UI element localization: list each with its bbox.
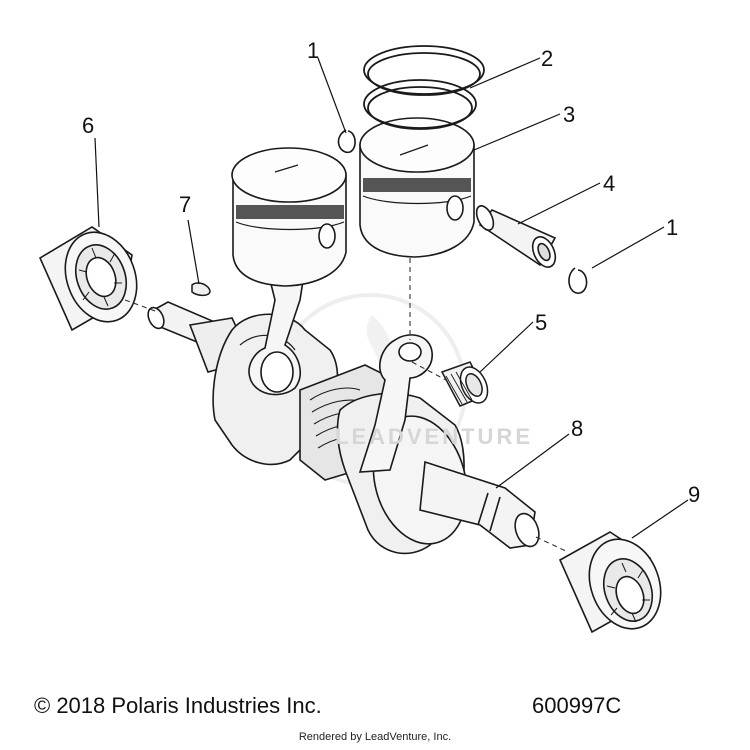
woodruff-key — [191, 282, 211, 297]
needle-bearing — [440, 361, 489, 407]
main-bearing-right — [558, 531, 662, 634]
rendered-by-text: Rendered by LeadVenture, Inc. — [298, 731, 452, 743]
wrist-pin — [475, 205, 557, 268]
piston-left — [231, 147, 347, 287]
callout-6: 6 — [82, 113, 94, 138]
callout-7: 7 — [179, 192, 191, 217]
part-code: 600997C — [532, 693, 622, 718]
circlip-upper — [337, 129, 356, 154]
callout-3: 3 — [563, 102, 575, 127]
circlip-lower — [568, 267, 588, 294]
crankshaft — [147, 301, 540, 555]
callout-5: 5 — [535, 310, 547, 335]
piston-rings — [363, 45, 485, 130]
piston-right — [359, 117, 475, 258]
callout-4: 4 — [603, 171, 615, 196]
callout-1-lower: 1 — [666, 215, 678, 240]
callout-2: 2 — [541, 46, 553, 71]
callout-9: 9 — [688, 482, 700, 507]
leader-lines — [94, 57, 689, 539]
alignment-lines — [124, 258, 569, 553]
copyright-text: © 2018 Polaris Industries Inc. — [34, 693, 322, 718]
main-bearing-left — [38, 226, 138, 332]
callout-1-upper: 1 — [307, 38, 319, 63]
watermark-text: LEADVENTURE — [335, 424, 534, 449]
callout-8: 8 — [571, 416, 583, 441]
connecting-rods — [248, 266, 433, 473]
